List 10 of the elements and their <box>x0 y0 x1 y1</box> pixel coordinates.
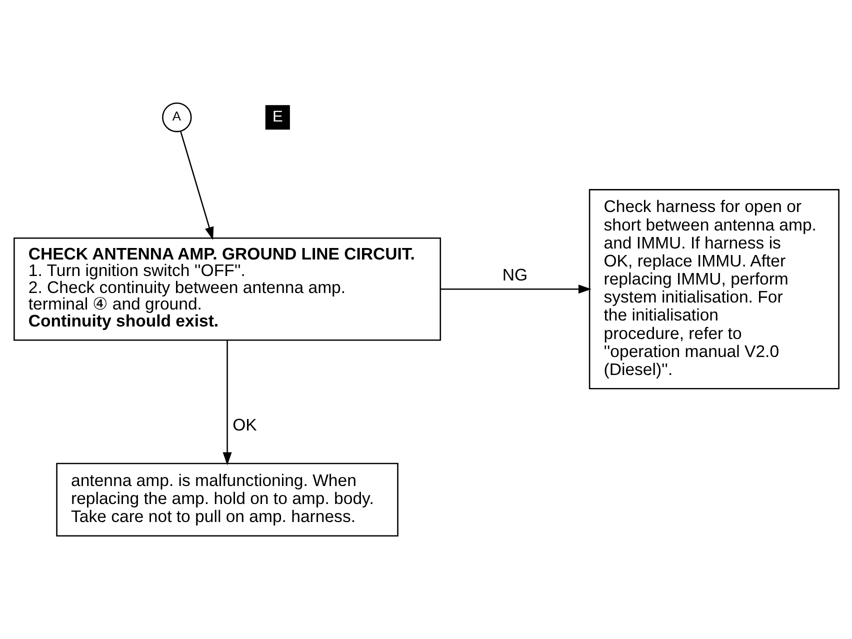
arrow <box>222 340 232 466</box>
edge-label: OK <box>232 415 256 434</box>
node-box: antenna amp. is malfunctioning. When replacing the amp. hold on to amp. body. Take care not to pull on amp. harness. <box>56 462 398 536</box>
edge-label: NG <box>502 266 528 285</box>
label: E <box>272 108 282 126</box>
node-box: CHECK ANTENNA AMP. GROUND LINE CIRCUIT. 1. Turn ignition switch ''OFF''. 2. Check continuity between antenna amp. terminal ④ and ground. Continuity should exist. <box>13 237 441 341</box>
node-circle: A <box>162 102 192 132</box>
node-box: Check harness for open or short between antenna amp. and IMMU. If harness is OK, replace IMMU. After replacing IMMU, perform system initialisation. For the initialisation procedure, refer to ''operation manual V2.0 (Diesel)''. <box>588 189 839 390</box>
arrow <box>440 284 591 294</box>
arrow <box>180 131 214 240</box>
